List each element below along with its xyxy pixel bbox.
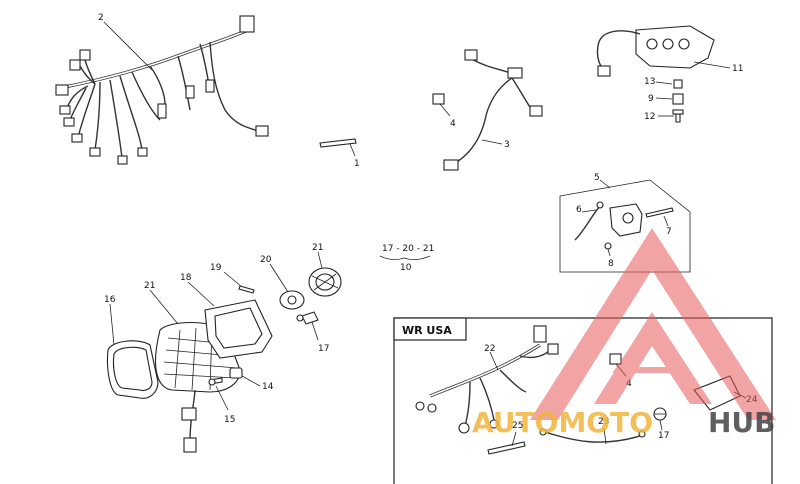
leader-7	[663, 215, 669, 227]
callout-13: 13	[644, 77, 655, 87]
callout-21-right: 21	[312, 243, 323, 253]
leader-4-top	[439, 103, 451, 117]
callout-4-top: 4	[450, 119, 456, 129]
callout-6: 6	[576, 205, 582, 215]
leader-9	[655, 97, 673, 100]
watermark-triangle-outer	[530, 228, 776, 420]
watermark-word-a: AUTOMOTO	[472, 406, 653, 439]
leader-16	[109, 303, 115, 346]
group-note: 17 - 20 - 21	[382, 244, 434, 254]
callout-21-left: 21	[144, 281, 155, 291]
callout-19: 19	[210, 263, 222, 273]
callout-10: 10	[400, 263, 412, 273]
headlight-frame	[106, 340, 159, 399]
callout-15: 15	[224, 415, 235, 425]
headlight-bracket	[204, 299, 273, 359]
inset-title: WR USA	[402, 324, 452, 337]
bracket-bolt	[238, 285, 255, 294]
callout-9: 9	[648, 94, 654, 104]
leader-19	[223, 271, 243, 288]
callout-8: 8	[608, 259, 614, 269]
parking-bulb	[296, 311, 319, 325]
leader-21-right	[317, 251, 323, 269]
leader-13	[655, 81, 673, 85]
leader-22	[489, 351, 499, 371]
connector-block-bottom	[609, 353, 622, 365]
usa-wiring-harness	[415, 325, 559, 434]
usa-cable-tie	[487, 441, 526, 455]
leader-14	[241, 375, 261, 387]
callout-16: 16	[104, 295, 116, 305]
callout-7: 7	[666, 227, 672, 237]
main-wiring-harness	[55, 15, 269, 165]
grommet	[229, 367, 243, 379]
watermark-triangle-inner	[594, 312, 712, 404]
leader-6	[581, 209, 597, 213]
headlight-bulb	[308, 267, 342, 297]
callout-2: 2	[98, 13, 104, 23]
callout-3: 3	[504, 140, 510, 150]
watermark-word-b: HUB	[708, 406, 776, 439]
bulb-socket	[279, 290, 305, 310]
leader-25	[511, 431, 517, 447]
leader-21-left	[149, 289, 179, 325]
leader-18	[187, 281, 215, 307]
callout-25: 25	[512, 421, 523, 431]
connector-block-top	[432, 93, 445, 105]
usa-bulb	[653, 407, 667, 421]
leader-15	[215, 385, 229, 411]
leader-23	[603, 427, 607, 445]
callout-11: 11	[732, 64, 743, 74]
callout-20: 20	[260, 255, 272, 265]
callout-23: 23	[598, 417, 609, 427]
side-marker-wire	[539, 428, 646, 443]
leader-11	[693, 61, 731, 69]
leader-1	[349, 143, 356, 157]
watermark-logo	[530, 228, 776, 420]
callout-1: 1	[354, 159, 360, 169]
watermark-triangle-core	[612, 314, 692, 373]
leader-3	[481, 139, 503, 145]
watermark-wordmark: AUTOMOTO HUB	[472, 406, 776, 439]
callout-4-bottom: 4	[626, 379, 632, 389]
callout-14: 14	[262, 382, 274, 392]
callout-12: 12	[644, 112, 655, 122]
leader-8	[607, 248, 611, 257]
callout-5: 5	[594, 173, 600, 183]
leader-20	[269, 263, 289, 293]
leader-17-bottom	[659, 419, 663, 431]
leader-5	[599, 179, 611, 189]
callout-18: 18	[180, 273, 192, 283]
callout-17: 17	[318, 344, 329, 354]
tail-light-hardware	[672, 79, 684, 123]
group-brace	[379, 255, 431, 260]
cable-tie	[319, 138, 357, 148]
leader-2	[103, 21, 153, 71]
callout-22: 22	[484, 344, 495, 354]
leader-17	[311, 321, 319, 341]
mounting-screw	[208, 377, 223, 386]
tail-light	[596, 25, 715, 77]
tail-light-wire	[443, 49, 543, 171]
callout-17-bottom: 17	[658, 431, 669, 441]
license-light-box	[559, 179, 691, 273]
